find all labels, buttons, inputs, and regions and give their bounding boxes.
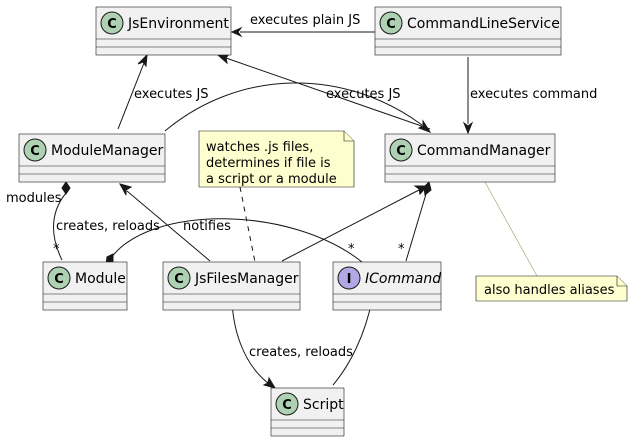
class-name: JsEnvironment <box>127 16 229 32</box>
svg-text:I: I <box>347 272 352 287</box>
label-mult-icommand-left: * <box>348 242 355 257</box>
svg-text:C: C <box>282 398 292 413</box>
svg-text:C: C <box>174 272 184 287</box>
class-script[interactable]: C Script <box>270 387 345 437</box>
edge-modmanager-to-cmdmanager <box>164 82 432 133</box>
class-badge-icon <box>23 138 47 162</box>
class-badge-icon <box>167 266 191 290</box>
class-badge-icon <box>275 392 299 416</box>
edge-jsfilesmanager-to-modmanager <box>118 183 211 262</box>
note-also-handles-aliases: also handles aliases <box>475 275 628 302</box>
class-modulemanager[interactable]: C ModuleManager <box>18 133 166 183</box>
label-notifies: notifies <box>183 219 231 234</box>
class-badge-icon <box>389 138 413 162</box>
svg-text:C: C <box>396 144 406 159</box>
note-line: also handles aliases <box>484 283 615 298</box>
class-commandmanager[interactable]: C CommandManager <box>384 133 556 183</box>
note-line: determines if file is <box>206 156 331 171</box>
label-creates-reloads-module: creates, reloads <box>56 219 160 234</box>
edge-modmanager-compose-module <box>53 181 71 261</box>
label-creates-reloads-script: creates, reloads <box>249 345 353 360</box>
class-badge-icon <box>47 266 71 290</box>
label-executes-plain-js: executes plain JS <box>250 13 360 28</box>
class-name: Module <box>75 271 126 287</box>
interface-icommand[interactable]: I ICommand <box>332 261 442 311</box>
edge-clservice-to-cmdmanager <box>462 57 474 135</box>
class-jsenvironment[interactable]: C JsEnvironment <box>95 6 232 56</box>
class-badge-icon <box>100 11 124 35</box>
label-mult-module: * <box>53 242 60 257</box>
label-executes-command: executes command <box>470 87 597 102</box>
class-name: CommandManager <box>417 143 551 159</box>
svg-text:C: C <box>30 144 40 159</box>
class-name: Script <box>303 397 344 413</box>
note-line: a script or a module <box>206 172 337 187</box>
interface-badge-icon <box>337 266 361 290</box>
interface-name: ICommand <box>365 271 441 287</box>
label-mult-icommand-right: * <box>398 242 405 257</box>
label-executes-js-module: executes JS <box>134 87 209 102</box>
note-watches-js-files: watches .js files, determines if file is… <box>198 130 355 188</box>
note-connector-aliases <box>484 181 538 277</box>
label-executes-js-command: executes JS <box>326 87 401 102</box>
class-name: CommandLineService <box>407 16 560 32</box>
edge-cmdmanager-compose-icommand <box>405 181 432 262</box>
note-line: watches .js files, <box>206 140 313 155</box>
note-connector-watches <box>239 186 256 263</box>
svg-text:C: C <box>107 17 117 32</box>
svg-text:C: C <box>386 17 396 32</box>
class-jsfilesmanager[interactable]: C JsFilesManager <box>162 261 301 311</box>
edge-modmanager-to-jsenv <box>117 53 148 130</box>
class-name: JsFilesManager <box>194 271 299 287</box>
svg-text:C: C <box>54 272 64 287</box>
class-badge-icon <box>379 11 403 35</box>
edge-cmdmanager-to-jsenv <box>216 53 431 130</box>
class-name: ModuleManager <box>51 143 164 159</box>
class-module[interactable]: C Module <box>42 261 128 311</box>
edge-clservice-to-jsenv <box>230 26 375 38</box>
class-commandlineservice[interactable]: C CommandLineService <box>374 6 562 56</box>
label-modules: modules <box>6 191 62 206</box>
edge-jsfilesmanager-to-cmdmanager <box>281 185 429 262</box>
